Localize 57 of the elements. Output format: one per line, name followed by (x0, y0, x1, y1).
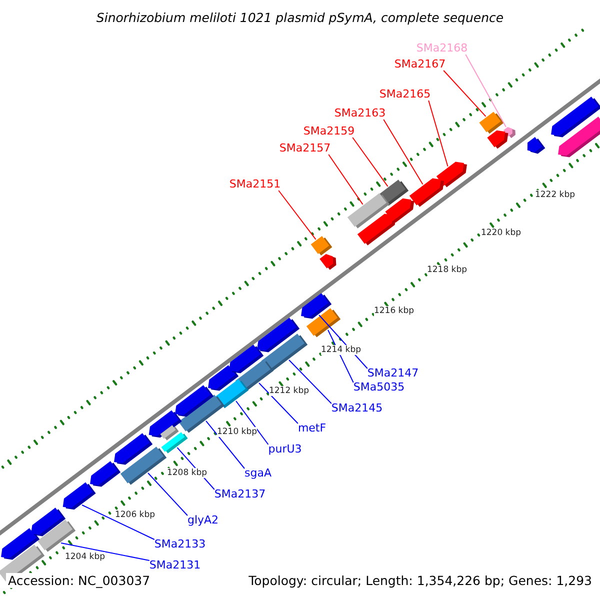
leader-line (428, 100, 448, 167)
leader-line (206, 420, 245, 469)
gene-feature (31, 508, 66, 536)
gene-label: SMa2167 (394, 58, 446, 70)
gene-feature (527, 137, 546, 154)
leader-line (352, 137, 388, 187)
map-title: Sinorhizobium meliloti 1021 plasmid pSymA, complete sequence (95, 10, 505, 25)
scale-label: 1214 kbp (320, 345, 362, 355)
gene-feature (175, 385, 214, 417)
gene-label: SMa2168 (416, 42, 468, 54)
scale-label: 1204 kbp (64, 552, 106, 562)
scale-label: 1222 kbp (534, 190, 576, 200)
footer-text: Topology: circular; Length: 1,354,226 bp; Genes: 1,293 (246, 573, 594, 588)
gene-feature (558, 116, 600, 158)
gene-label: SMa2163 (334, 106, 386, 120)
leader-line (465, 54, 506, 128)
gene-label: SMa2133 (154, 538, 206, 550)
gene-label: glyA2 (187, 514, 219, 526)
gene-label: metF (298, 422, 326, 434)
gene-label: SMa2147 (367, 366, 419, 380)
gene-label: SMa2157 (279, 142, 331, 154)
leader-line (443, 70, 486, 117)
leader-line (82, 504, 155, 540)
scale-label: 1208 kbp (166, 468, 208, 478)
gene-block (160, 425, 179, 440)
gene-feature (357, 214, 396, 246)
leader-line (236, 400, 269, 445)
scale-label: 1206 kbp (114, 510, 156, 520)
gene-feature (487, 130, 508, 149)
gene-label: SMa2145 (331, 402, 383, 414)
scale-label: 1216 kbp (374, 306, 414, 316)
gene-feature (320, 254, 336, 270)
gene-label: SMa2159 (303, 124, 355, 138)
gene-label: sgaA (244, 466, 272, 480)
gene-feature (62, 482, 96, 510)
gene-block (306, 308, 341, 338)
gene-feature (229, 344, 264, 374)
scale-label: 1212 kbp (268, 386, 310, 396)
scale-label: 1220 kbp (480, 228, 522, 238)
gene-block (310, 236, 332, 256)
gene-feature (90, 461, 121, 487)
leader-line (278, 190, 316, 240)
gene-feature (257, 318, 300, 352)
gene-label: SMa5035 (353, 380, 405, 394)
scale-label: 1210 kbp (216, 427, 258, 437)
leader-line (288, 359, 332, 404)
gene-label: SMa2151 (229, 178, 281, 190)
gene-label: SMa2165 (379, 88, 431, 100)
gene-feature (409, 178, 444, 207)
gene-feature (385, 198, 414, 223)
gene-label: purU3 (268, 442, 302, 456)
gene-feature (114, 433, 153, 465)
leader-line (258, 382, 298, 424)
gene-label: SMa2131 (149, 558, 201, 572)
scale-label: 1218 kbp (426, 265, 468, 275)
gene-label: SMa2137 (214, 488, 266, 500)
gene-block (479, 112, 504, 134)
